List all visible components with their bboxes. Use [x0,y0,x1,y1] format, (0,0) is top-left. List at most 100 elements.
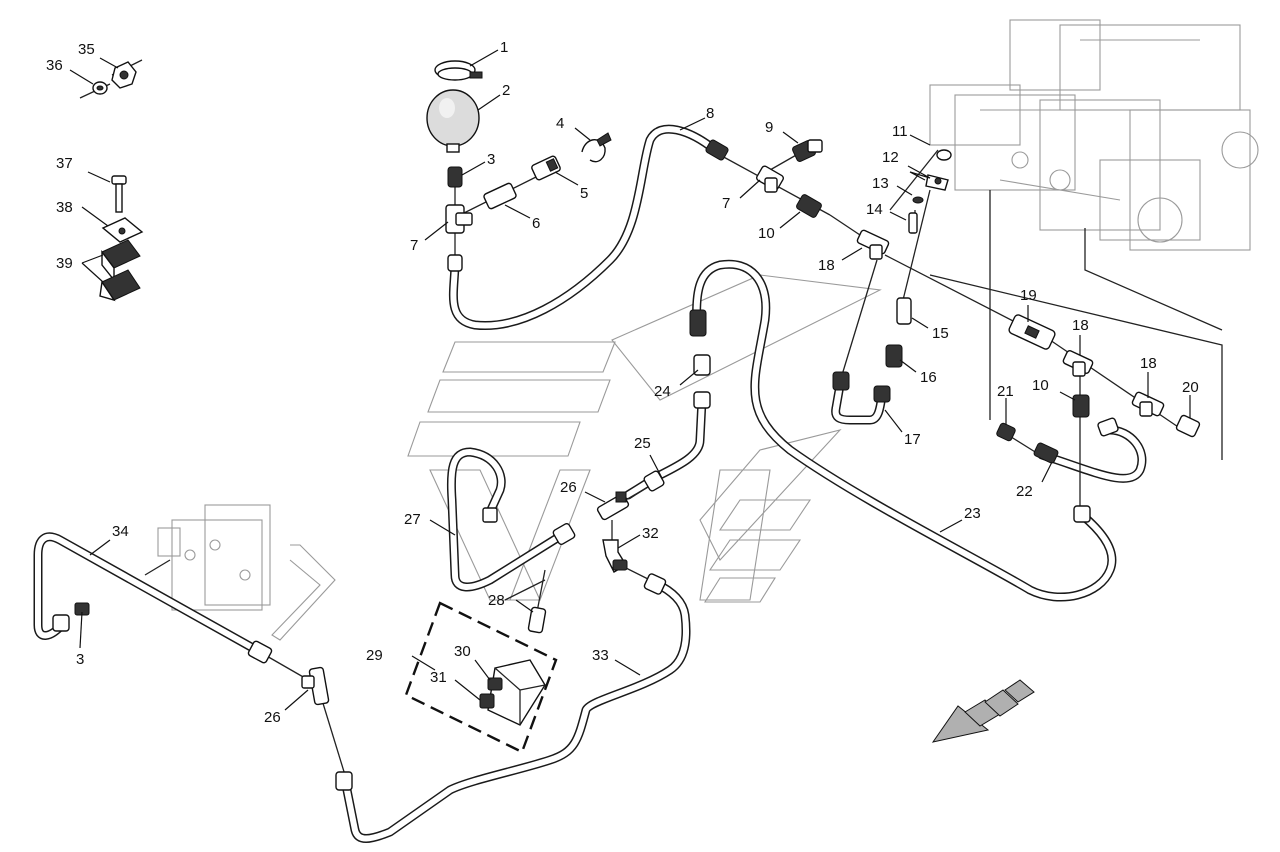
fitting-9 [792,139,823,162]
label-26-center: 26 [560,479,577,496]
clamp-4 [581,132,612,163]
label-18-top: 18 [818,257,835,274]
clamp-39 [99,239,141,302]
elbow-32 [602,539,628,573]
label-17: 17 [904,431,921,448]
nut-35 [111,59,143,89]
hose-22 [1037,425,1147,483]
valve-29-dashed-box [404,601,558,754]
tee-7-right [756,165,784,193]
plug-31 [479,693,495,709]
hose-8 [448,124,720,331]
label-18-right: 18 [1140,355,1157,372]
label-19: 19 [1020,287,1037,304]
pump-leader-lines [929,190,1223,460]
label-29: 29 [366,647,383,664]
pump-assembly [929,19,1259,251]
fitting-20 [1175,414,1201,438]
fitting-10-right [1072,394,1090,418]
label-5: 5 [580,185,588,202]
label-7-left: 7 [410,237,418,254]
label-25: 25 [634,435,651,452]
label-20: 20 [1182,379,1199,396]
label-16: 16 [920,369,937,386]
pipe-34 [33,532,306,679]
label-27: 27 [404,511,421,528]
fitting-6 [483,182,517,210]
fitting-15 [896,297,912,325]
tee-26-center [596,491,630,521]
bracket-12 [925,174,949,191]
label-8: 8 [706,105,714,122]
label-24: 24 [654,383,671,400]
pipe-17-nuts [832,371,891,403]
bolt-14 [908,212,918,234]
fitting-16 [885,344,903,368]
washer-13 [912,196,924,204]
label-38: 38 [56,199,73,216]
label-15: 15 [932,325,949,342]
label-2: 2 [502,82,510,99]
pipe-34-nut [247,640,273,664]
label-33: 33 [592,647,609,664]
label-9: 9 [765,119,773,136]
label-22: 22 [1016,483,1033,500]
label-leaders [69,49,1191,711]
label-12: 12 [882,149,899,166]
label-30: 30 [454,643,471,660]
label-4: 4 [556,115,564,132]
tee-7-left [445,204,473,234]
label-1: 1 [500,39,508,56]
label-6: 6 [532,215,540,232]
label-23: 23 [964,505,981,522]
label-18-mid: 18 [1072,317,1089,334]
pipe-27-ends [482,507,576,546]
pipe-17 [831,149,939,425]
valve-block-left [157,504,336,641]
fitting-28 [527,606,547,634]
clamp-1 [434,60,483,81]
background-watermark [407,274,882,603]
seal-11 [936,149,952,161]
ring-36 [79,81,111,99]
label-21: 21 [997,383,1014,400]
pipe-27 [446,447,567,592]
label-7-right: 7 [722,195,730,212]
direction-arrow-icon [931,679,1035,743]
fitting-3-left [52,602,90,632]
label-3-top: 3 [487,151,495,168]
label-10-right: 10 [1032,377,1049,394]
valve-block-30 [487,659,546,726]
label-31: 31 [430,669,447,686]
label-3-left: 3 [76,651,84,668]
tee-18-right [1131,391,1165,417]
label-37: 37 [56,155,73,172]
label-35: 35 [78,41,95,58]
fitting-24 [693,354,711,409]
accumulator-2 [426,89,480,153]
fitting-5 [531,155,561,181]
label-28: 28 [488,592,505,609]
fitting-3-top [447,166,463,188]
hose-22-ends [1033,417,1119,464]
fitting-21 [996,422,1016,442]
label-10-top: 10 [758,225,775,242]
tee-26-left [301,666,330,706]
plug-30 [487,677,503,691]
label-34: 34 [112,523,129,540]
label-11: 11 [892,123,908,140]
fitting-10-top [796,194,822,218]
tee-18-top [856,229,890,260]
plate-38 [101,217,144,243]
part-labels: 1 2 3 4 5 6 7 8 9 7 10 11 12 13 14 18 15… [46,39,1199,726]
hose-23-ends [689,309,1091,523]
filter-19 [1008,314,1056,350]
pipe-33-nut [335,573,667,791]
label-13: 13 [872,175,889,192]
screw-37 [111,175,127,213]
fitting-8-end [447,139,729,272]
label-36: 36 [46,57,63,74]
label-39: 39 [56,255,73,272]
label-32: 32 [642,525,659,542]
